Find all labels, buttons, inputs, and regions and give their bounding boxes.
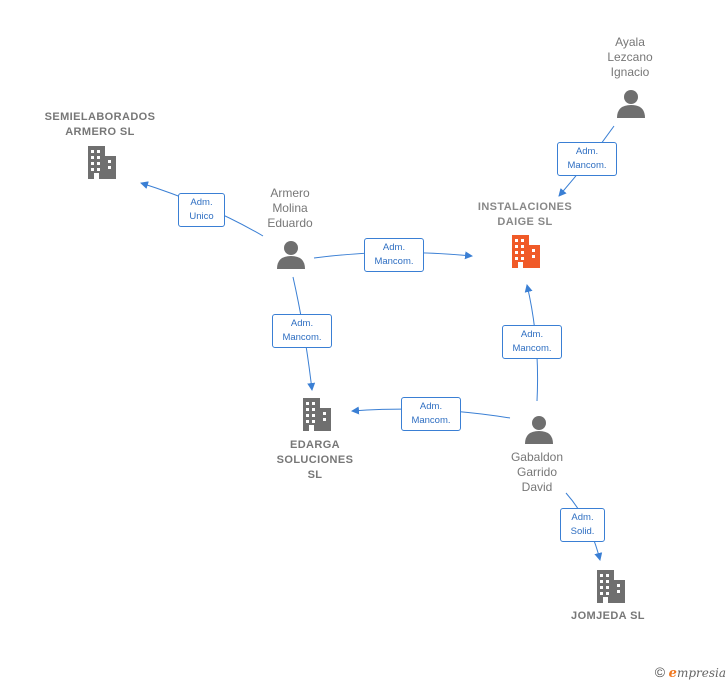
edge-label-line: Adm. bbox=[190, 197, 213, 208]
edge-label-line: Mancom. bbox=[411, 415, 451, 426]
company-label-edarga: EDARGA SOLUCIONES SL bbox=[255, 438, 375, 483]
company-name-line: SEMIELABORADOS bbox=[44, 111, 156, 123]
edge-label-line: Adm. bbox=[382, 242, 406, 253]
edge-label-line: Solid. bbox=[570, 526, 595, 537]
company-label-semielaborados: SEMIELABORADOS ARMERO SL bbox=[30, 110, 170, 140]
brand-initial: e bbox=[668, 666, 677, 681]
company-name-line: SL bbox=[307, 469, 323, 481]
person-icon-ayala bbox=[617, 90, 645, 118]
person-name-line: Garrido bbox=[516, 465, 557, 479]
edge-label-line: Unico bbox=[189, 211, 214, 222]
person-icon-armero bbox=[277, 241, 305, 269]
person-label-armero: Armero Molina Eduardo bbox=[250, 186, 330, 231]
edge-label-gabaldon-edarga: Adm. Mancom. bbox=[401, 397, 461, 431]
edge-label-line: Adm. bbox=[575, 146, 599, 157]
edge-label-gabaldon-instalaciones: Adm. Mancom. bbox=[502, 325, 562, 359]
person-name-line: Ayala bbox=[615, 35, 645, 49]
person-label-ayala: Ayala Lezcano Ignacio bbox=[590, 35, 670, 80]
company-label-instalaciones: INSTALACIONES DAIGE SL bbox=[455, 200, 595, 230]
building-icon-semielaborados bbox=[88, 146, 116, 179]
brand-name: mpresia bbox=[676, 666, 726, 680]
edge-label-ayala-instalaciones: Adm. Mancom. bbox=[557, 142, 617, 176]
person-name-line: Molina bbox=[272, 201, 308, 215]
company-name-line: EDARGA bbox=[289, 439, 341, 451]
company-name-line: INSTALACIONES bbox=[477, 201, 573, 213]
building-icon-jomjeda bbox=[597, 570, 625, 603]
edge-label-line: Mancom. bbox=[512, 343, 552, 354]
company-name-line: SOLUCIONES bbox=[276, 454, 354, 466]
person-name-line: David bbox=[521, 480, 553, 494]
person-name-line: Eduardo bbox=[267, 216, 313, 230]
edge-label-gabaldon-jomjeda: Adm. Solid. bbox=[560, 508, 605, 542]
edge-label-line: Adm. bbox=[290, 318, 314, 329]
company-name-line: DAIGE SL bbox=[497, 216, 553, 228]
edge-label-line: Mancom. bbox=[374, 256, 414, 267]
edge-label-armero-semielaborados: Adm. Unico bbox=[178, 193, 225, 227]
person-label-gabaldon: Gabaldon Garrido David bbox=[497, 450, 577, 495]
copyright-icon: © bbox=[654, 664, 666, 680]
company-label-jomjeda: JOMJEDA SL bbox=[548, 609, 668, 624]
edge-label-line: Mancom. bbox=[282, 332, 322, 343]
edge-label-line: Mancom. bbox=[567, 160, 607, 171]
building-icon-edarga bbox=[303, 398, 331, 431]
company-name-line: JOMJEDA SL bbox=[571, 610, 645, 622]
company-name-line: ARMERO SL bbox=[65, 126, 135, 138]
building-icon-instalaciones bbox=[512, 235, 540, 268]
edge-label-line: Adm. bbox=[571, 512, 594, 523]
person-icon-gabaldon bbox=[525, 416, 553, 444]
person-name-line: Armero bbox=[270, 186, 310, 200]
person-name-line: Gabaldon bbox=[510, 450, 564, 464]
edge-label-line: Adm. bbox=[419, 401, 443, 412]
brand-footer: © empresia bbox=[655, 664, 726, 681]
edge-label-line: Adm. bbox=[520, 329, 544, 340]
edge-label-armero-instalaciones: Adm. Mancom. bbox=[364, 238, 424, 272]
edge-label-armero-edarga: Adm. Mancom. bbox=[272, 314, 332, 348]
person-name-line: Ignacio bbox=[610, 65, 650, 79]
person-name-line: Lezcano bbox=[607, 50, 653, 64]
